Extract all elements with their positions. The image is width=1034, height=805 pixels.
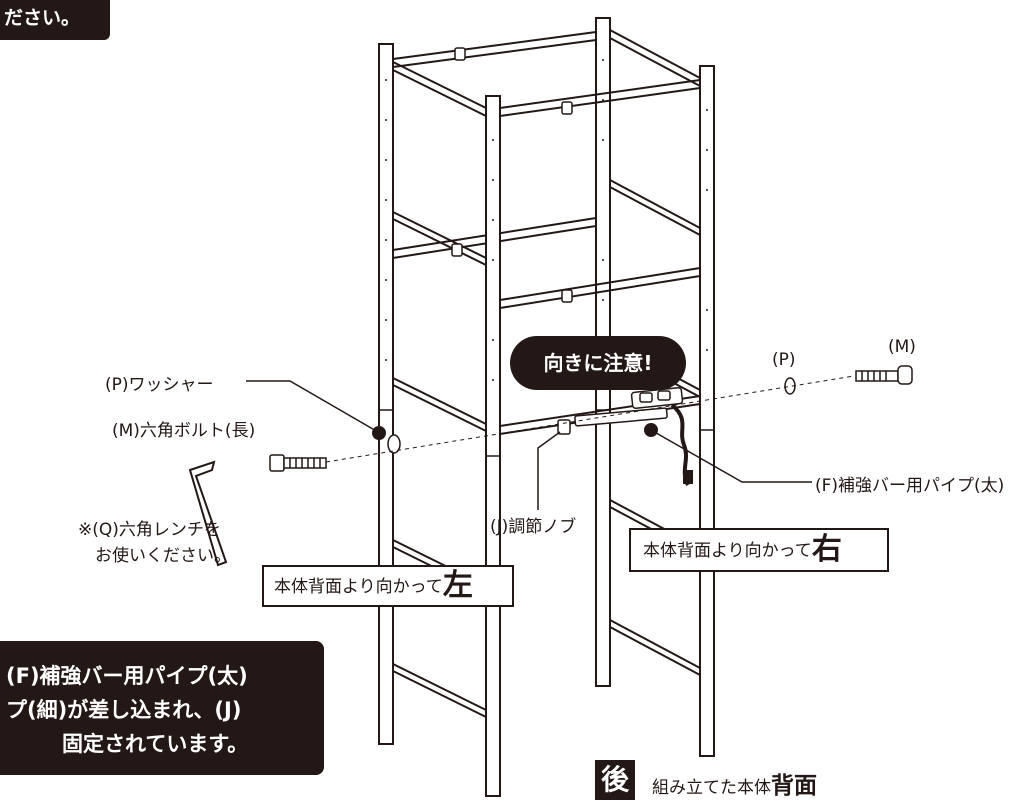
orientation-right-emph: 右 xyxy=(811,532,842,567)
hex-wrench-icon xyxy=(188,460,228,567)
label-reinforce-pipe: (F)補強バー用パイプ(太) xyxy=(815,476,1005,496)
top-banner: ださい。 xyxy=(0,0,110,40)
post-rear-right xyxy=(699,65,715,757)
label-wrench-line1: ※(Q)六角レンチを xyxy=(78,520,221,540)
power-outlet-icon xyxy=(574,386,684,427)
caution-callout: 向きに注意! xyxy=(510,336,686,390)
note-line-2: プ(細)が差し込まれ、(J) xyxy=(6,698,242,722)
rear-view-caption: 組み立てた本体背面 xyxy=(652,766,817,800)
orientation-left-emph: 左 xyxy=(442,568,473,603)
rear-view-badge: 後 xyxy=(595,760,635,800)
orientation-right-text: 本体背面より向かって xyxy=(643,541,812,561)
label-adjust-knob: (J)調節ノブ xyxy=(490,517,577,537)
post-front-left xyxy=(378,43,394,745)
label-washer: (P)ワッシャー xyxy=(105,375,214,395)
post-front-center xyxy=(485,95,501,797)
orientation-right-box: 本体背面より向かって右 xyxy=(629,528,889,572)
washer-icon xyxy=(387,434,401,454)
label-wrench-line2: お使いください。 xyxy=(95,546,231,566)
label-bolt-short: (M) xyxy=(888,337,916,357)
left-side-rungs xyxy=(392,61,487,718)
note-box: (F)補強バー用パイプ(太) プ(細)が差し込まれ、(J) 固定されています。 xyxy=(0,641,324,775)
rear-view-caption-emph: 背面 xyxy=(771,773,817,799)
orientation-left-text: 本体背面より向かって xyxy=(274,577,443,597)
note-line-1: (F)補強バー用パイプ(太) xyxy=(6,664,248,688)
orientation-left-box: 本体背面より向かって左 xyxy=(262,565,514,607)
rear-view-caption-text: 組み立てた本体 xyxy=(652,778,771,798)
note-line-3: 固定されています。 xyxy=(62,732,249,756)
label-hex-bolt: (M)六角ボルト(長) xyxy=(112,421,256,441)
adjust-knob-icon xyxy=(454,47,466,61)
label-washer-short: (P) xyxy=(772,350,796,370)
hex-bolt-icon xyxy=(269,454,327,472)
